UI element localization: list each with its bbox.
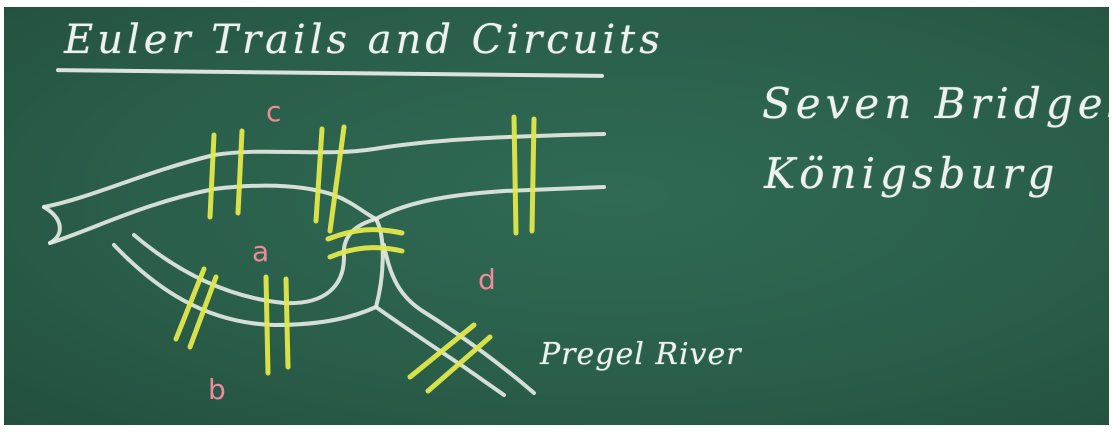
side-text-line1: Seven Bridges of <box>762 79 1109 128</box>
bridge-6 <box>263 274 271 376</box>
bridge-1 <box>207 132 217 220</box>
river-upper-top-bank <box>42 132 606 209</box>
side-text-line2: Königsburg <box>764 149 1060 198</box>
river-diagram <box>42 114 606 397</box>
river-label: Pregel River <box>540 337 742 372</box>
node-label-b: b <box>208 373 226 406</box>
bridge-5b <box>187 274 219 350</box>
chalkboard: Euler Trails and Circuits Seven Bridges … <box>4 7 1109 425</box>
river-left-mouth <box>42 205 62 245</box>
bridge-7 <box>407 322 477 380</box>
river-lower-bottom-bank <box>112 243 506 397</box>
bridge-3b <box>529 116 537 234</box>
river-lower-right-outer <box>382 243 536 395</box>
bridge-2 <box>313 126 325 224</box>
bridge-6b <box>283 276 291 370</box>
node-label-d: d <box>478 263 496 296</box>
bridge-7b <box>425 334 493 394</box>
river-east-bank <box>374 217 385 309</box>
river-upper-bottom-bank <box>48 183 606 245</box>
bridge-3 <box>511 114 519 236</box>
bridge-4b <box>327 245 405 260</box>
bridge-4 <box>325 227 405 242</box>
river-lower-top-bank <box>132 217 378 306</box>
bridge-2b <box>327 124 347 234</box>
node-label-a: a <box>252 235 270 268</box>
bridge-1b <box>235 128 245 216</box>
bridge-5 <box>173 266 207 342</box>
board-title: Euler Trails and Circuits <box>64 17 664 63</box>
node-label-c: c <box>266 95 282 128</box>
